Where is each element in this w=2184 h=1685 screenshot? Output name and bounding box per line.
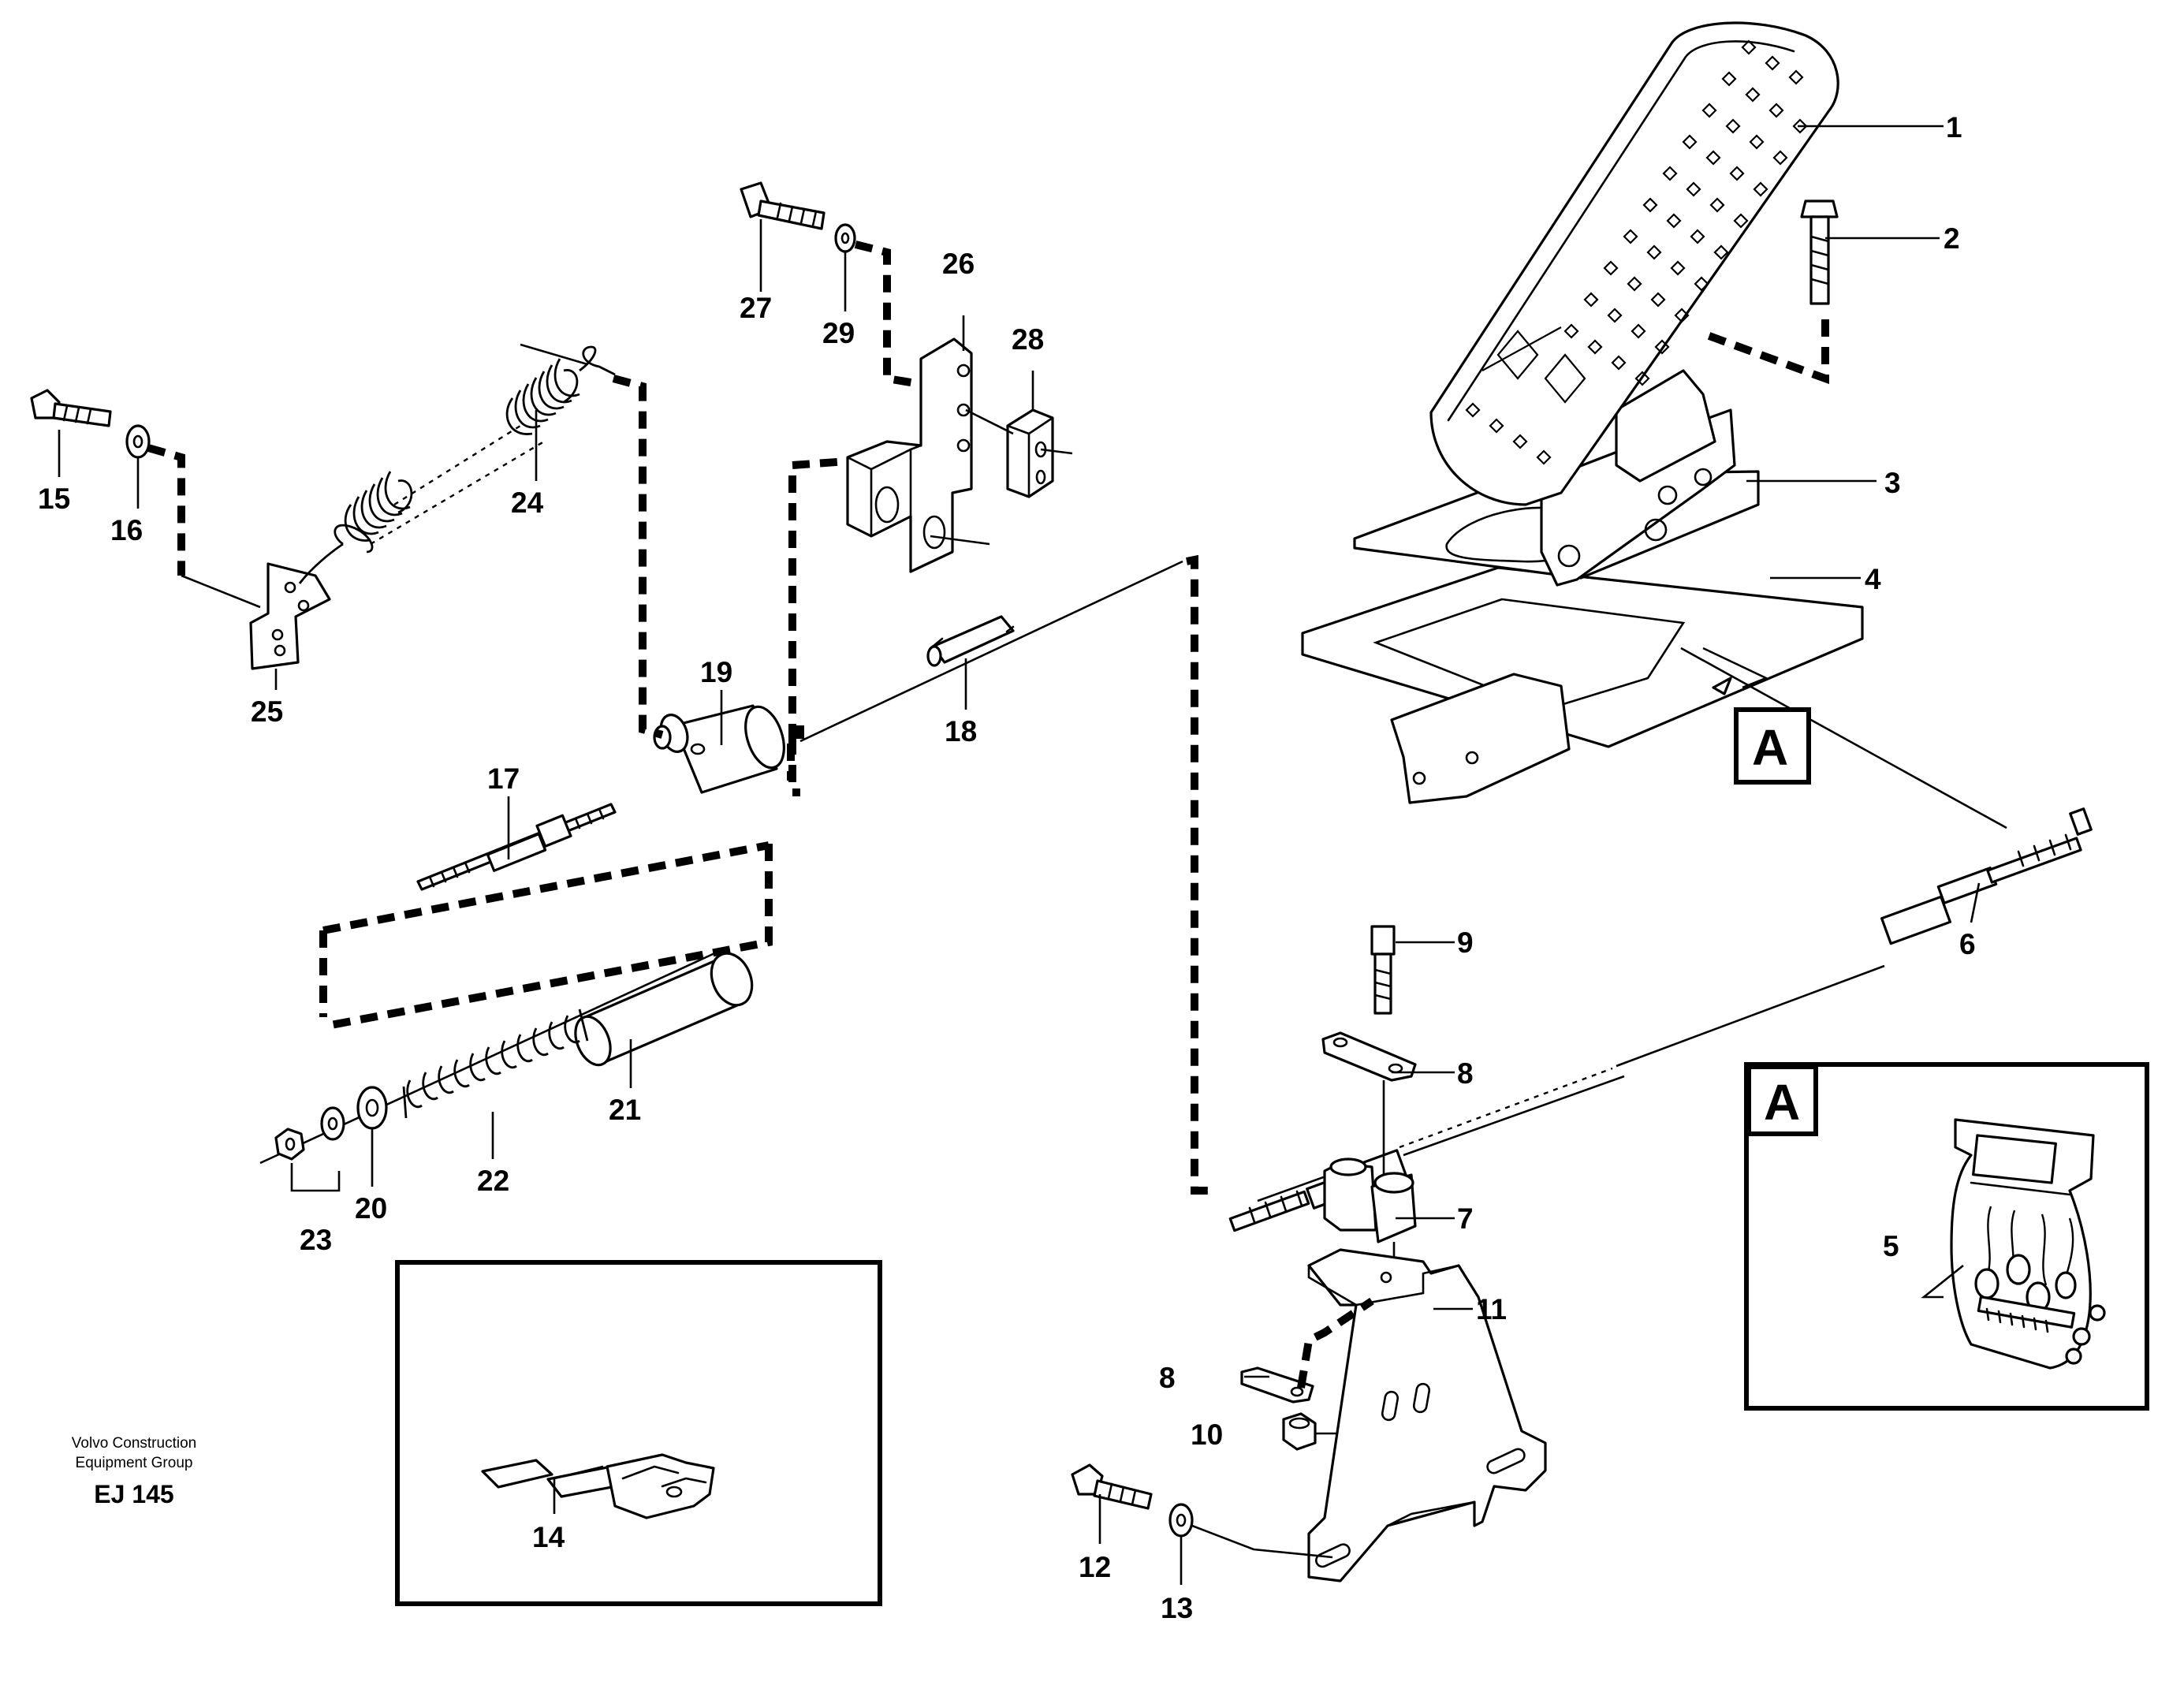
callout-27: 27 — [740, 292, 772, 324]
callout-1: 1 — [1946, 111, 1962, 144]
leader-lines — [58, 125, 1981, 1585]
hex-connector — [926, 615, 1015, 667]
angle-bracket — [846, 337, 973, 573]
callout-9: 9 — [1457, 926, 1474, 959]
return-spring-assembly — [259, 841, 773, 1192]
callout-26: 26 — [942, 248, 975, 280]
pedal-lower-bracket — [1390, 673, 1571, 804]
inset-a-label: A — [1764, 1074, 1800, 1131]
pedal-anti-slip-pattern — [1465, 39, 1808, 465]
cable-bracket-assembly — [1071, 925, 1547, 1582]
callout-24: 24 — [511, 486, 544, 519]
bolt — [30, 389, 112, 427]
callout-15: 15 — [38, 483, 70, 515]
washer — [320, 1106, 345, 1141]
section-marker-label: A — [1752, 719, 1788, 776]
callout-11: 11 — [1476, 1293, 1507, 1325]
callout-4: 4 — [1865, 563, 1881, 595]
compression-spring — [402, 1008, 589, 1119]
cylinder-connector — [653, 704, 785, 794]
throttle-cable — [1228, 647, 2093, 1232]
socket-head-screw — [1370, 925, 1396, 1015]
callout-5: 5 — [1883, 1230, 1899, 1262]
callout-25: 25 — [251, 695, 283, 728]
callout-22: 22 — [477, 1165, 509, 1197]
detail-box-14 — [395, 1260, 882, 1606]
tension-spring — [298, 345, 616, 584]
washer — [125, 424, 151, 459]
credit-line-1: Volvo Construction — [72, 1435, 196, 1452]
credit-line-2: Equipment Group — [76, 1455, 193, 1471]
spring-anchor-bracket — [249, 562, 331, 670]
accelerator-pedal-assembly — [1301, 21, 1864, 804]
washer — [356, 1086, 388, 1130]
callout-18: 18 — [945, 715, 977, 747]
callout-21: 21 — [609, 1094, 641, 1126]
callout-16: 16 — [110, 514, 143, 546]
callout-14: 14 — [532, 1521, 565, 1553]
clamp-block — [1006, 408, 1054, 498]
drawing-code: EJ 145 — [94, 1480, 173, 1508]
section-marker-a: A — [1734, 707, 1811, 785]
lock-nut — [1282, 1412, 1317, 1451]
cable-clamp — [1323, 1158, 1417, 1243]
nut — [274, 1128, 305, 1161]
callout-20: 20 — [355, 1192, 387, 1225]
callout-10: 10 — [1191, 1418, 1223, 1451]
upper-bracket-group — [740, 181, 1073, 796]
callout-3: 3 — [1884, 467, 1901, 499]
callout-6: 6 — [1959, 928, 1976, 960]
washer — [834, 223, 856, 253]
hex-flange-bolt — [1800, 199, 1839, 305]
callout-19: 19 — [700, 656, 732, 688]
callout-7: 7 — [1457, 1202, 1474, 1235]
callout-8-lower: 8 — [1159, 1362, 1176, 1394]
callout-23: 23 — [300, 1224, 332, 1256]
callout-13: 13 — [1161, 1592, 1193, 1624]
callout-29: 29 — [822, 317, 855, 349]
callout-28: 28 — [1012, 323, 1044, 356]
callout-17: 17 — [487, 762, 520, 795]
callout-8-upper: 8 — [1457, 1057, 1474, 1090]
bracket-stand — [1307, 1248, 1547, 1582]
connector-terminals — [1974, 1254, 2106, 1365]
callout-labels: 1 2 3 4 5 6 7 8 8 9 10 11 12 13 14 15 16… — [38, 111, 1976, 1624]
washer — [1168, 1503, 1194, 1538]
bolt — [1071, 1463, 1153, 1510]
spring-tube — [574, 952, 754, 1067]
return-spring-group — [30, 343, 664, 739]
callout-12: 12 — [1079, 1551, 1111, 1583]
threaded-rod — [416, 803, 617, 891]
linkage-rod-group — [416, 554, 1214, 1195]
credit-block: Volvo Construction Equipment Group EJ 14… — [72, 1435, 196, 1508]
pedal-plate — [1429, 21, 1839, 506]
bolt — [740, 181, 826, 230]
inset-view-a — [1744, 1062, 2149, 1411]
callout-2: 2 — [1944, 222, 1960, 255]
